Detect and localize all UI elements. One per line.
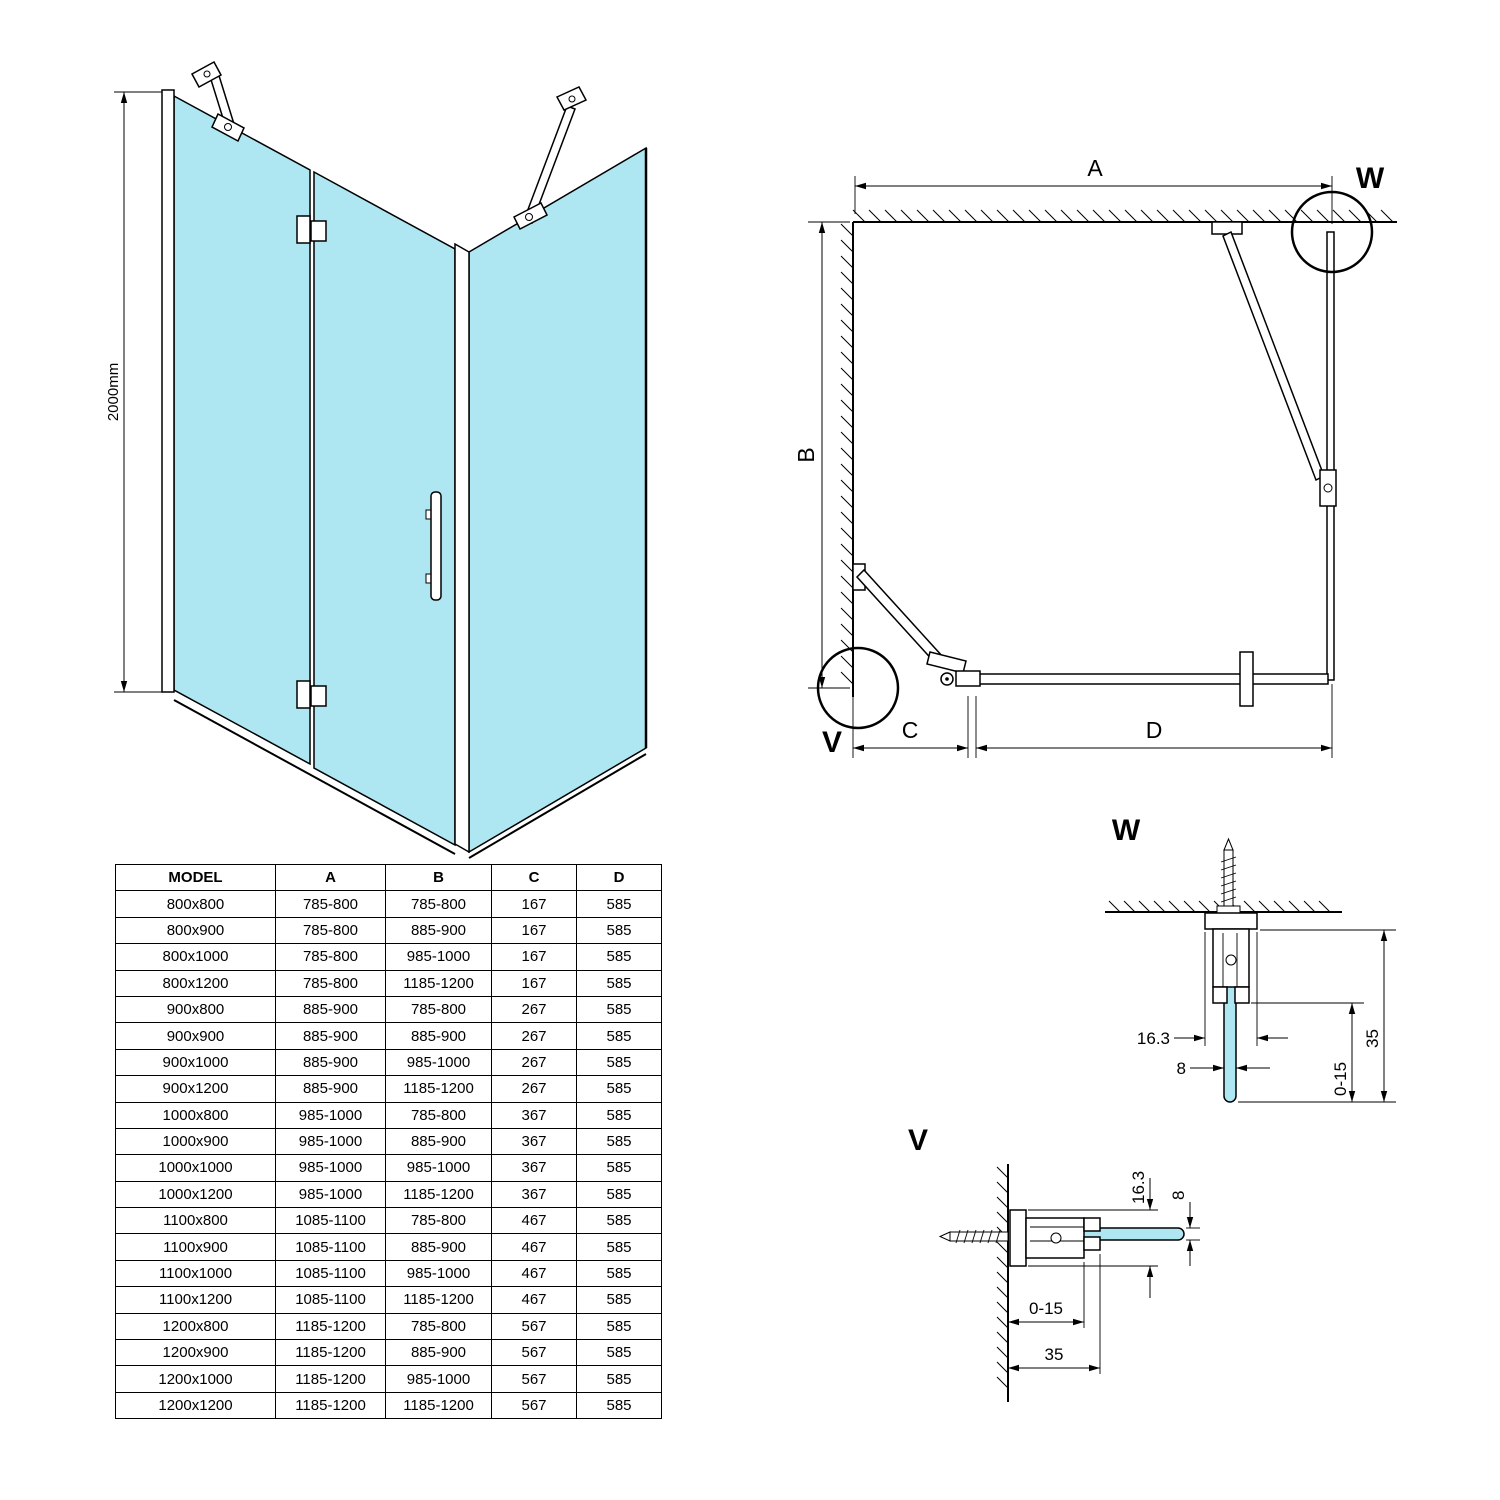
- dimension-C: C: [852, 696, 969, 758]
- dim-profile-width: 16.3: [1137, 932, 1288, 1048]
- brace-wall-mount: [1211, 221, 1243, 235]
- brace-foot: [926, 651, 967, 674]
- detail-w-view: W: [1105, 814, 1396, 1103]
- pivot-assembly-plan: [852, 563, 981, 687]
- dim-adjust-gap-label: 0-15: [1331, 1062, 1350, 1096]
- detail-marker-V: [816, 646, 900, 730]
- wall: [996, 1164, 1009, 1402]
- column-header: B: [385, 863, 492, 892]
- anchor-screw-icon: [938, 1229, 1009, 1244]
- anchor-screw-icon: [1216, 837, 1241, 914]
- detail-w-title: W: [1112, 814, 1141, 847]
- dimension-A-label: A: [1087, 155, 1103, 181]
- door-handle-plan: [1239, 651, 1254, 707]
- dim-total-depth: 35: [1008, 1254, 1101, 1374]
- dimension-B: B: [793, 221, 850, 689]
- mount-profile: [1009, 1209, 1101, 1267]
- wall-left: [840, 222, 854, 697]
- dim-total-depth: 35: [1260, 929, 1396, 1102]
- door-handle: [425, 491, 442, 601]
- door-glass-plan: [965, 673, 1329, 685]
- bottom-rail-front: [173, 699, 456, 855]
- support-brace-plan: [1211, 221, 1337, 507]
- bottom-rail-side: [468, 753, 647, 859]
- hinge-top: [296, 215, 327, 244]
- support-brace-left: [190, 60, 245, 143]
- dim-total-depth-label: 35: [1363, 1029, 1382, 1048]
- dim-profile-width-label: 16.3: [1137, 1029, 1170, 1048]
- dim-glass-thickness-label: 8: [1177, 1059, 1186, 1078]
- detail-marker-W-label: W: [1356, 162, 1385, 195]
- dimension-C-label: C: [902, 717, 919, 743]
- mount-profile: [1204, 912, 1258, 1004]
- dim-adjust-gap: 0-15: [1238, 1002, 1396, 1103]
- hinge-bottom: [296, 680, 327, 709]
- column-header: MODEL: [115, 863, 276, 892]
- dim-adjust-gap-label: 0-15: [1029, 1299, 1063, 1318]
- brace-arm: [1222, 230, 1325, 482]
- dim-profile-width-label: 16.3: [1129, 1171, 1148, 1204]
- dim-adjust-gap: 0-15: [1008, 1262, 1085, 1328]
- dimension-D-label: D: [1146, 717, 1163, 743]
- detail-v-title: V: [908, 1124, 928, 1157]
- wall-top: [852, 209, 1397, 223]
- side-panel-plan: [1326, 231, 1335, 681]
- dimension-A: A: [854, 155, 1333, 224]
- glass-panel-door: [313, 170, 456, 847]
- glass-panel-fixed: [173, 94, 311, 766]
- dimension-D: D: [975, 684, 1333, 758]
- dim-glass-thickness: 8: [1169, 1191, 1200, 1266]
- dim-glass-thickness-label: 8: [1169, 1191, 1188, 1200]
- pivot-bracket: [955, 670, 981, 687]
- plan-view: A B W: [793, 155, 1397, 759]
- detail-marker-V-label: V: [822, 726, 842, 759]
- door-plan: [965, 651, 1329, 707]
- isometric-view: 2000mm: [105, 60, 648, 859]
- detail-marker-W: [1290, 190, 1374, 274]
- column-header: D: [576, 863, 662, 892]
- dim-total-depth-label: 35: [1045, 1345, 1064, 1364]
- wall-profile-left: [161, 89, 175, 693]
- dimension-B-label: B: [793, 447, 819, 462]
- shower-enclosure: [161, 60, 648, 859]
- height-dimension: 2000mm: [105, 91, 168, 693]
- support-brace-right: [512, 86, 588, 231]
- column-header: C: [491, 863, 577, 892]
- corner-post: [454, 242, 470, 854]
- dim-glass-thickness: 8: [1177, 1059, 1270, 1078]
- glass-panel-side: [468, 146, 647, 854]
- dim-profile-width: 16.3: [1028, 1171, 1158, 1298]
- height-dimension-label: 2000mm: [105, 363, 122, 421]
- column-header: A: [275, 863, 386, 892]
- detail-v-view: V: [908, 1124, 1200, 1402]
